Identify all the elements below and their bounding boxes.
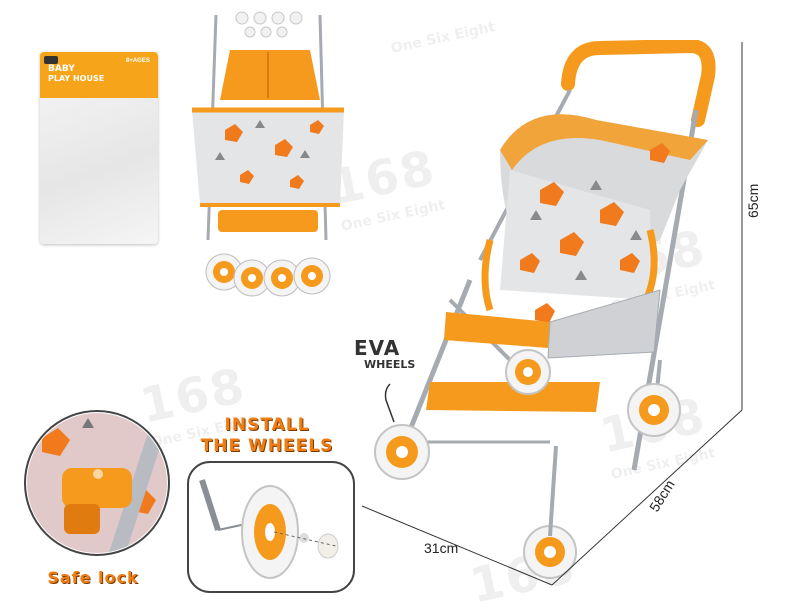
brand-logo: [44, 56, 58, 64]
safe-lock-closeup: [24, 410, 170, 556]
package-header: BABY PLAY HOUSE 8+AGES: [40, 52, 158, 98]
folded-stroller-parts: [192, 11, 344, 297]
install-title-line1: INSTALL: [224, 415, 310, 435]
width-dimension: 31cm: [424, 540, 459, 556]
wheel-rear-left: [505, 349, 551, 395]
age-badge: 8+AGES: [126, 58, 150, 64]
package-title-line1: BABY: [48, 64, 75, 74]
height-dimension: 65cm: [745, 183, 761, 218]
safe-lock-label: Safe lock: [47, 568, 139, 587]
eva-wheels-label: EVA WHEELS: [354, 336, 415, 371]
install-title-line2: THE WHEELS: [200, 436, 334, 456]
eva-label-line2: WHEELS: [364, 358, 416, 371]
eva-label-line1: EVA: [354, 336, 401, 360]
wheel-rear-right: [627, 383, 681, 437]
fox-pattern: [520, 143, 670, 323]
install-wheels-diagram: [187, 461, 355, 593]
spare-wheels: [205, 253, 331, 297]
wheel-front-left: [374, 424, 430, 480]
wheel-caps: [235, 11, 303, 38]
package-bag: BABY PLAY HOUSE 8+AGES: [40, 52, 158, 244]
install-wheels-title: INSTALL THE WHEELS: [192, 415, 342, 457]
wheel-front-right: [523, 525, 577, 579]
package-title-line2: PLAY HOUSE: [48, 74, 105, 83]
assembled-stroller: [374, 40, 716, 579]
dimension-lines: [361, 42, 743, 586]
